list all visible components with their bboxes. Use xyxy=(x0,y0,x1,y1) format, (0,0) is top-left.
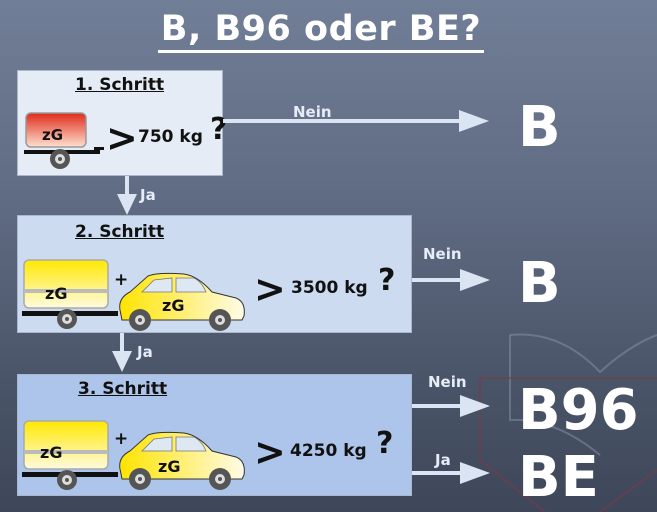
plus-sign: + xyxy=(114,270,129,290)
weight-threshold: 4250 kg xyxy=(290,441,367,461)
car-label: zG xyxy=(158,457,181,476)
step-3-box: 3. Schritt zG + zG > 4250 kg ? xyxy=(17,374,412,496)
arrow-right-icon xyxy=(412,462,490,484)
car-icon xyxy=(119,272,245,331)
arrow-label-ja: Ja xyxy=(435,451,451,469)
trailer-icon xyxy=(22,259,118,329)
weight-threshold: 3500 kg xyxy=(291,278,368,298)
step-2-box: 2. Schritt zG + zG > 3500 kg ? xyxy=(17,215,412,333)
weight-threshold: 750 kg xyxy=(138,127,203,147)
step-1-label: 1. Schritt xyxy=(75,75,165,95)
arrow-right-icon xyxy=(412,395,490,417)
step-1-box: 1. Schritt zG > 750 kg ? xyxy=(17,70,227,176)
question-mark: ? xyxy=(376,426,394,461)
step-3-label: 3. Schritt xyxy=(78,379,168,399)
arrow-down-icon xyxy=(112,333,132,372)
step-2-label: 2. Schritt xyxy=(75,222,165,242)
arrow-right-icon xyxy=(412,269,490,291)
result-b96: B96 xyxy=(518,378,639,443)
arrow-right-icon xyxy=(223,110,489,132)
arrow-label-ja: Ja xyxy=(140,186,156,204)
trailer-label: zG xyxy=(45,284,68,303)
car-label: zG xyxy=(162,296,185,315)
plus-sign: + xyxy=(114,429,129,449)
result-be: BE xyxy=(518,445,599,510)
arrow-label-nein: Nein xyxy=(423,245,462,263)
trailer-label: zG xyxy=(42,126,64,144)
greater-than-symbol: > xyxy=(106,116,138,160)
trailer-icon xyxy=(24,112,104,169)
result-b: B xyxy=(518,95,561,160)
greater-than-symbol: > xyxy=(254,267,286,311)
car-icon xyxy=(119,431,245,490)
greater-than-symbol: > xyxy=(254,430,286,474)
arrow-down-icon xyxy=(117,176,137,215)
trailer-label: zG xyxy=(40,443,63,462)
arrow-label-nein: Nein xyxy=(293,103,332,121)
page-title: B, B96 oder BE? xyxy=(158,8,484,53)
arrow-label-ja: Ja xyxy=(137,343,153,361)
question-mark: ? xyxy=(378,263,396,298)
arrow-label-nein: Nein xyxy=(428,373,467,391)
result-b: B xyxy=(518,251,561,316)
trailer-icon xyxy=(22,420,118,490)
